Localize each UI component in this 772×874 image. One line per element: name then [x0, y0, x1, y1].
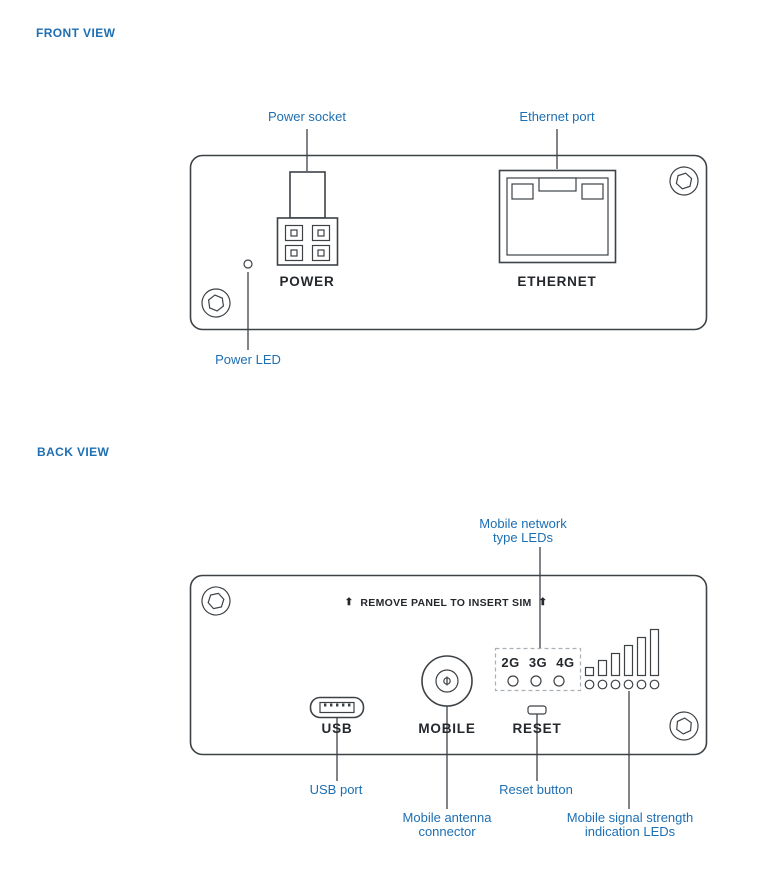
callout-line2: type LEDs: [493, 530, 553, 545]
network-type-led-labels: 2G 3G 4G: [501, 655, 575, 670]
ethernet-port-graphic: [498, 169, 617, 264]
signal-strength-bars: [584, 628, 660, 677]
callout-line1: Mobile signal strength: [566, 810, 694, 825]
back-view-title: BACK VIEW: [37, 445, 110, 459]
antenna-connector-graphic: [421, 655, 473, 707]
front-view-title: FRONT VIEW: [36, 26, 116, 40]
callout-line2: indication LEDs: [584, 824, 676, 839]
network-type-led-box: [494, 647, 582, 692]
up-arrow-icon: ⬆: [344, 597, 354, 608]
screw-icon: [201, 586, 231, 616]
power-socket-callout: Power socket: [267, 109, 347, 124]
led-2g-dot: [507, 675, 519, 687]
usb-connector-graphic: [309, 696, 365, 719]
callout-line1: Mobile antenna: [402, 810, 492, 825]
network-type-leds-callout: Mobile network type LEDs: [479, 517, 566, 545]
screw-icon: [669, 166, 699, 196]
led-4g-dot: [553, 675, 565, 687]
power-socket-graphic: [276, 171, 339, 266]
sim-notice: ⬆ REMOVE PANEL TO INSERT SIM ⬆: [345, 597, 548, 609]
screw-icon: [201, 288, 231, 318]
sim-notice-text: REMOVE PANEL TO INSERT SIM: [360, 597, 532, 609]
reset-button-callout: Reset button: [499, 782, 573, 797]
up-arrow-icon: ⬆: [538, 597, 548, 608]
mobile-antenna-callout: Mobile antenna connector: [403, 811, 492, 839]
signal-leds-callout: Mobile signal strength indication LEDs: [567, 811, 693, 839]
usb-panel-label: USB: [321, 721, 353, 736]
reset-button-graphic: [527, 705, 547, 715]
power-led-callout: Power LED: [215, 352, 281, 367]
callout-line1: Mobile network: [479, 516, 567, 531]
mobile-panel-label: MOBILE: [418, 721, 476, 736]
power-led-dot: [243, 259, 253, 269]
usb-port-callout: USB port: [309, 782, 363, 797]
reset-panel-label: RESET: [512, 721, 562, 736]
signal-strength-led-dots: [584, 679, 660, 690]
back-device-panel: [189, 547, 708, 809]
screw-icon: [669, 711, 699, 741]
front-device-panel: [189, 129, 708, 350]
front-panel-outline: [189, 154, 708, 331]
led-3g-dot: [530, 675, 542, 687]
ethernet-panel-label: ETHERNET: [517, 274, 597, 289]
power-panel-label: POWER: [279, 274, 335, 289]
callout-line2: connector: [418, 824, 476, 839]
ethernet-port-callout: Ethernet port: [519, 109, 595, 124]
